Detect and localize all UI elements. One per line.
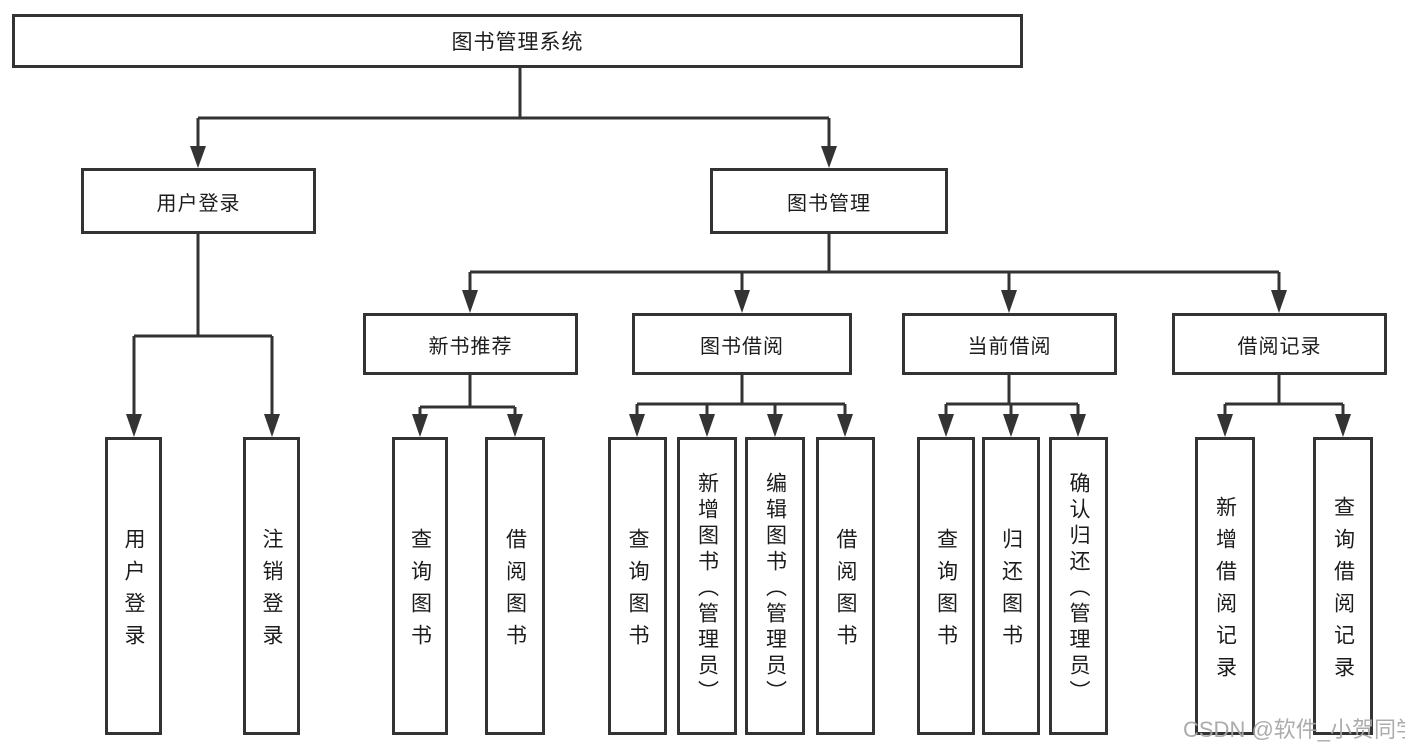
leaf-add-book-admin: 新增图书（管理员） <box>677 437 737 735</box>
node-user-login-label: 用户登录 <box>156 192 241 215</box>
node-book-borrow: 图书借阅 <box>632 313 852 375</box>
connector-book-borrow-to-leaves <box>629 375 853 437</box>
node-new-book-recommend-label: 新书推荐 <box>428 335 513 358</box>
connector-borrow-record-to-leaves <box>1217 375 1351 437</box>
node-borrow-record-label: 借阅记录 <box>1237 335 1322 358</box>
leaf-confirm-return-admin: 确认归还（管理员） <box>1049 437 1108 735</box>
connector-book-mgmt-to-level3 <box>462 234 1287 313</box>
leaf-user-login-label: 用户登录 <box>122 527 145 656</box>
connector-new-book-to-leaves <box>412 375 523 437</box>
node-current-borrow-label: 当前借阅 <box>967 335 1052 358</box>
leaf-user-login: 用户登录 <box>105 437 162 735</box>
leaf-query-book-borrow-label: 查询图书 <box>626 527 649 656</box>
leaf-query-book-recommend-label: 查询图书 <box>408 527 432 656</box>
leaf-query-book-borrow: 查询图书 <box>608 437 667 735</box>
leaf-query-borrow-record-label: 查询借阅记录 <box>1331 495 1355 688</box>
leaf-return-book-label: 归还图书 <box>999 527 1023 656</box>
node-current-borrow: 当前借阅 <box>902 313 1117 375</box>
node-book-management: 图书管理 <box>710 168 948 234</box>
leaf-logout: 注销登录 <box>243 437 300 735</box>
leaf-query-book-current-label: 查询图书 <box>934 527 958 656</box>
node-book-borrow-label: 图书借阅 <box>700 335 784 358</box>
connector-user-login-to-leaves <box>126 234 280 437</box>
connector-current-borrow-to-leaves <box>938 375 1086 437</box>
leaf-edit-book-admin-label: 编辑图书（管理员） <box>763 471 787 706</box>
leaf-logout-label: 注销登录 <box>260 527 283 656</box>
leaf-query-book-current: 查询图书 <box>917 437 975 735</box>
node-book-management-label: 图书管理 <box>787 192 871 215</box>
leaf-return-book: 归还图书 <box>982 437 1040 735</box>
node-user-login: 用户登录 <box>81 168 316 234</box>
leaf-query-book-recommend: 查询图书 <box>392 437 448 735</box>
leaf-borrow-book: 借阅图书 <box>816 437 875 735</box>
node-root-label: 图书管理系统 <box>451 31 584 54</box>
leaf-query-borrow-record: 查询借阅记录 <box>1313 437 1373 735</box>
leaf-confirm-return-admin-label: 确认归还（管理员） <box>1067 471 1090 706</box>
node-root-library-system: 图书管理系统 <box>12 14 1023 68</box>
leaf-edit-book-admin: 编辑图书（管理员） <box>745 437 805 735</box>
leaf-borrow-book-recommend-label: 借阅图书 <box>503 527 527 656</box>
connector-root-to-level2 <box>190 68 837 168</box>
leaf-add-borrow-record-label: 新增借阅记录 <box>1213 495 1237 688</box>
leaf-add-borrow-record: 新增借阅记录 <box>1195 437 1255 735</box>
leaf-borrow-book-recommend: 借阅图书 <box>485 437 545 735</box>
node-new-book-recommend: 新书推荐 <box>363 313 578 375</box>
leaf-add-book-admin-label: 新增图书（管理员） <box>695 471 719 706</box>
csdn-watermark: CSDN @软件_小贺同学 <box>1183 717 1405 742</box>
leaf-borrow-book-label: 借阅图书 <box>834 527 857 656</box>
node-borrow-record: 借阅记录 <box>1172 313 1387 375</box>
